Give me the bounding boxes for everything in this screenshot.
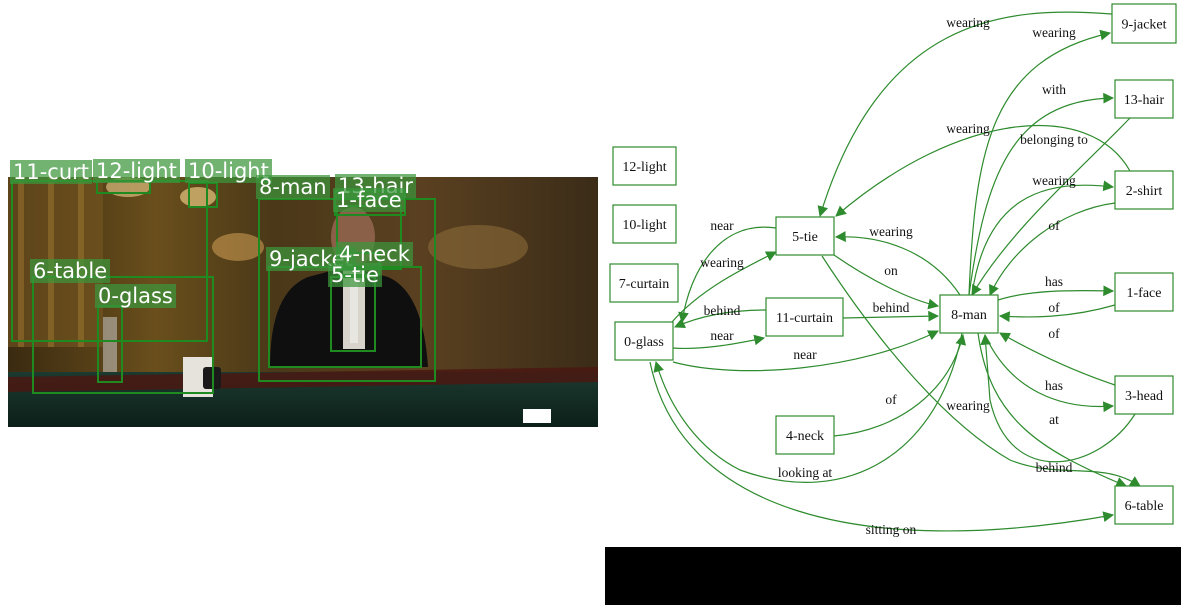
graph-node-9-jacket: 9-jacket bbox=[1111, 3, 1177, 44]
graph-node-label: 0-glass bbox=[624, 335, 664, 350]
graph-edge-label: wearing bbox=[946, 15, 990, 30]
graph-edge-label: has bbox=[1045, 274, 1063, 289]
graph-edge-2-shirt-5-tie bbox=[835, 125, 1131, 217]
graph-edge-4-neck-8-man bbox=[833, 333, 967, 437]
graph-node-3-head: 3-head bbox=[1114, 375, 1174, 415]
graph-edge-8-man-3-head bbox=[984, 334, 1115, 413]
graph-edge-8-man-6-table bbox=[977, 332, 1127, 488]
graph-edge-label: sitting on bbox=[866, 522, 917, 537]
graph-node-label: 7-curtain bbox=[619, 277, 670, 292]
graph-edge-label: on bbox=[884, 263, 898, 278]
graph-node-13-hair: 13-hair bbox=[1114, 79, 1174, 119]
graph-edge-label: wearing bbox=[1032, 173, 1076, 188]
graph-edge-label: wearing bbox=[946, 121, 990, 136]
graph-edge-label: near bbox=[793, 347, 817, 362]
graph-node-2-shirt: 2-shirt bbox=[1114, 170, 1174, 210]
graph-node-1-face: 1-face bbox=[1114, 272, 1174, 312]
graph-node-8-man: 8-man bbox=[939, 294, 999, 334]
black-bar bbox=[605, 547, 1181, 605]
graph-edge-8-man-2-shirt bbox=[971, 180, 1115, 296]
graph-edge-8-man-5-tie bbox=[834, 231, 961, 296]
graph-edge-8-man-1-face bbox=[997, 285, 1115, 301]
graph-edge-13-hair-8-man bbox=[971, 117, 1131, 296]
graph-node-box bbox=[614, 321, 674, 361]
graph-edge-5-tie-6-table bbox=[821, 255, 1141, 487]
graph-edge-label: of bbox=[885, 392, 897, 407]
graph-node-label: 5-tie bbox=[792, 230, 818, 245]
graph-edge-label: with bbox=[1042, 82, 1066, 97]
graph-node-label: 3-head bbox=[1125, 389, 1163, 404]
graph-node-label: 1-face bbox=[1127, 286, 1162, 301]
graph-edge-label: belonging to bbox=[1020, 132, 1088, 147]
graph-edge-label: has bbox=[1045, 378, 1063, 393]
graph-node-0-glass: 0-glass bbox=[614, 321, 674, 361]
graph-node-12-light: 12-light bbox=[612, 146, 677, 186]
graph-node-box bbox=[775, 216, 835, 256]
graph-edge-0-glass-5-tie bbox=[671, 251, 777, 323]
graph-node-6-table: 6-table bbox=[1114, 485, 1174, 525]
graph-edge-8-man-13-hair bbox=[968, 92, 1115, 296]
graph-node-5-tie: 5-tie bbox=[775, 216, 835, 256]
scene-photo bbox=[8, 177, 598, 427]
graph-node-label: 8-man bbox=[951, 308, 987, 323]
graph-node-box bbox=[1114, 170, 1174, 210]
graph-edge-label: wearing bbox=[700, 255, 744, 270]
graph-edge-label: wearing bbox=[1032, 25, 1076, 40]
graph-node-label: 4-neck bbox=[786, 429, 824, 444]
graph-edge-label: of bbox=[1048, 326, 1060, 341]
scene-image bbox=[8, 177, 598, 427]
graph-edge-11-curtain-8-man bbox=[842, 310, 940, 322]
graph-edge-label: behind bbox=[873, 300, 910, 315]
graph-edge-label: wearing bbox=[946, 398, 990, 413]
graph-edge-8-man-0-glass bbox=[653, 332, 963, 483]
graph-edge-label: behind bbox=[1036, 460, 1073, 475]
graph-edge-0-glass-6-table bbox=[649, 361, 1115, 532]
graph-node-label: 11-curtain bbox=[776, 311, 833, 326]
graph-edge-3-head-8-man bbox=[980, 333, 1136, 463]
graph-edge-0-glass-11-curtain bbox=[672, 334, 766, 349]
graph-node-7-curtain: 7-curtain bbox=[609, 263, 679, 303]
graph-edges: wearing wearing with belonging to wearing wea… bbox=[649, 11, 1141, 537]
graph-edge-label: wearing bbox=[869, 224, 913, 239]
graph-node-box bbox=[1114, 485, 1174, 525]
graph-node-box bbox=[1114, 79, 1174, 119]
graph-nodes: 9-jacket 13-hair 12-light 2-shirt 10-light 5-… bbox=[609, 3, 1177, 525]
graph-node-label: 9-jacket bbox=[1121, 18, 1166, 33]
graph-node-box bbox=[1114, 375, 1174, 415]
graph-edge-5-tie-0-glass bbox=[678, 226, 777, 324]
graph-node-box bbox=[609, 263, 679, 303]
graph-node-box bbox=[939, 294, 999, 334]
graph-edge-5-tie-8-man bbox=[833, 254, 940, 310]
graph-node-box bbox=[775, 415, 835, 455]
graph-edge-11-curtain-0-glass bbox=[674, 309, 767, 329]
graph-edge-label: at bbox=[1049, 412, 1059, 427]
graph-node-label: 10-light bbox=[622, 218, 666, 233]
graph-node-label: 13-hair bbox=[1124, 93, 1165, 108]
graph-edge-label: near bbox=[710, 218, 734, 233]
graph-edge-2-shirt-8-man bbox=[989, 202, 1116, 296]
graph-edge-3-head-8-man bbox=[999, 332, 1116, 386]
graph-node-box bbox=[612, 146, 677, 186]
graph-edge-1-face-8-man bbox=[998, 304, 1116, 323]
graph-edge-label: of bbox=[1048, 300, 1060, 315]
graph-node-label: 2-shirt bbox=[1126, 184, 1163, 199]
graph-edge-0-glass-8-man bbox=[672, 330, 939, 372]
graph-node-label: 6-table bbox=[1125, 499, 1164, 514]
graph-node-box bbox=[765, 297, 844, 337]
graph-node-4-neck: 4-neck bbox=[775, 415, 835, 455]
graph-node-box bbox=[1111, 3, 1177, 44]
graph-edge-9-jacket-5-tie bbox=[817, 11, 1113, 218]
graph-node-label: 12-light bbox=[622, 160, 666, 175]
graph-edge-label: near bbox=[710, 328, 734, 343]
graph-edge-label: looking at bbox=[778, 465, 833, 480]
graph-node-box bbox=[1114, 272, 1174, 312]
graph-node-box bbox=[612, 204, 677, 244]
graph-edge-label: of bbox=[1048, 218, 1060, 233]
graph-edge-label: behind bbox=[704, 303, 741, 318]
graph-node-10-light: 10-light bbox=[612, 204, 677, 244]
graph-edge-8-man-9-jacket bbox=[968, 29, 1112, 296]
graph-node-11-curtain: 11-curtain bbox=[765, 297, 844, 337]
